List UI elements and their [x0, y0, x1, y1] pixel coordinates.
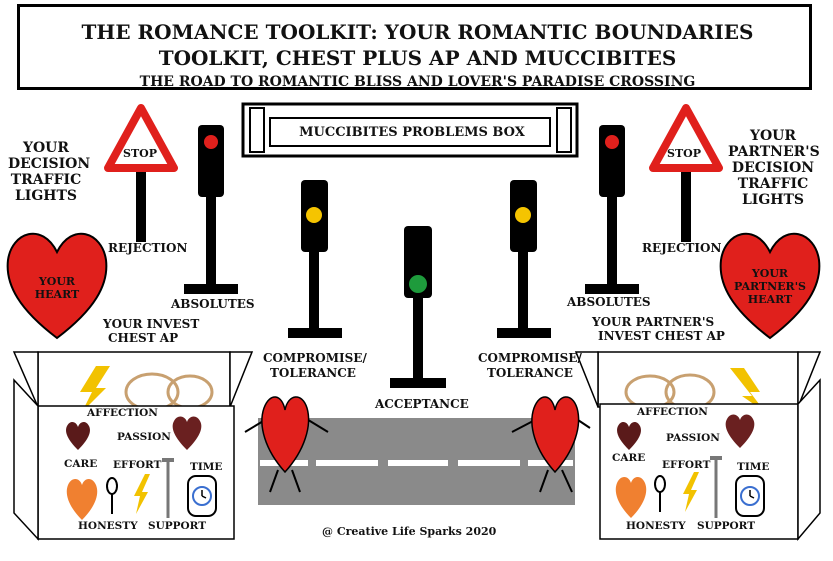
rejection-left-label: REJECTION [108, 241, 188, 255]
your-heart-label-1: YOUR [38, 275, 76, 288]
partner-chest-title-2: INVEST CHEST AP [598, 329, 725, 343]
right-honesty-label: HONESTY [626, 520, 686, 532]
absolutes-right-label: ABSOLUTES [567, 295, 651, 309]
your-decision-traffic-lights-label: YOUR DECISION TRAFFIC LIGHTS [8, 140, 91, 205]
left-care-label: CARE [64, 458, 98, 470]
title-line-2: TOOLKIT, CHEST PLUS AP AND MUCCIBITES [158, 46, 677, 70]
left-affection-label: AFFECTION [87, 407, 158, 419]
title-line-3: THE ROAD TO ROMANTIC BLISS AND LOVER'S P… [139, 74, 696, 90]
left-passion-label: PASSION [117, 431, 171, 443]
chest-left [12, 351, 254, 541]
partner-heart-shape [719, 232, 821, 340]
right-support-label: SUPPORT [697, 520, 756, 532]
credit-label: @ Creative Life Sparks 2020 [322, 525, 497, 538]
your-chest-title-1: YOUR INVEST [103, 317, 200, 331]
left-effort-label: EFFORT [113, 459, 162, 471]
compromise-right-label-2: TOLERANCE [487, 366, 573, 380]
your-heart-shape [6, 232, 108, 340]
traffic-light-left-red [184, 125, 238, 294]
walking-heart-left [244, 396, 329, 493]
traffic-light-right-red [585, 125, 639, 294]
compromise-left-label-2: TOLERANCE [270, 366, 356, 380]
traffic-light-right-amber [497, 180, 551, 338]
partner-heart-label-3: HEART [747, 293, 793, 306]
acceptance-label: ACCEPTANCE [375, 397, 469, 411]
walking-heart-right [511, 396, 591, 493]
partner-heart-label-2: PARTNER'S [733, 280, 807, 293]
right-care-label: CARE [612, 452, 646, 464]
title-box: THE ROMANCE TOOLKIT: YOUR ROMANTIC BOUND… [17, 4, 812, 90]
compromise-left-label-1: COMPROMISE/ [263, 351, 367, 365]
right-time-label: TIME [737, 461, 770, 473]
your-heart-label-2: HEART [34, 288, 80, 301]
problems-box-label: MUCCIBITES PROBLEMS BOX [299, 125, 525, 140]
stop-sign-left [104, 104, 178, 242]
traffic-light-center-green [390, 226, 446, 388]
stop-sign-right [649, 104, 723, 242]
chest-right [574, 351, 822, 542]
stop-sign-right-label: STOP [667, 147, 701, 160]
right-effort-label: EFFORT [662, 459, 711, 471]
partner-heart-label-1: YOUR [751, 267, 789, 280]
partner-chest-title-1: YOUR PARTNER'S [592, 315, 715, 329]
traffic-light-left-amber [288, 180, 342, 338]
left-support-label: SUPPORT [148, 520, 207, 532]
problems-box [241, 102, 579, 158]
partner-decision-traffic-lights-label: YOUR PARTNER'S DECISION TRAFFIC LIGHTS [728, 128, 820, 209]
compromise-right-label-1: COMPROMISE/ [478, 351, 582, 365]
left-honesty-label: HONESTY [78, 520, 138, 532]
your-chest-title-2: CHEST AP [108, 331, 179, 345]
title-line-1: THE ROMANCE TOOLKIT: YOUR ROMANTIC BOUND… [81, 20, 754, 44]
right-passion-label: PASSION [666, 432, 720, 444]
rejection-right-label: REJECTION [642, 241, 722, 255]
right-affection-label: AFFECTION [637, 406, 708, 418]
absolutes-left-label: ABSOLUTES [171, 297, 255, 311]
left-time-label: TIME [190, 461, 223, 473]
stop-sign-left-label: STOP [123, 147, 157, 160]
